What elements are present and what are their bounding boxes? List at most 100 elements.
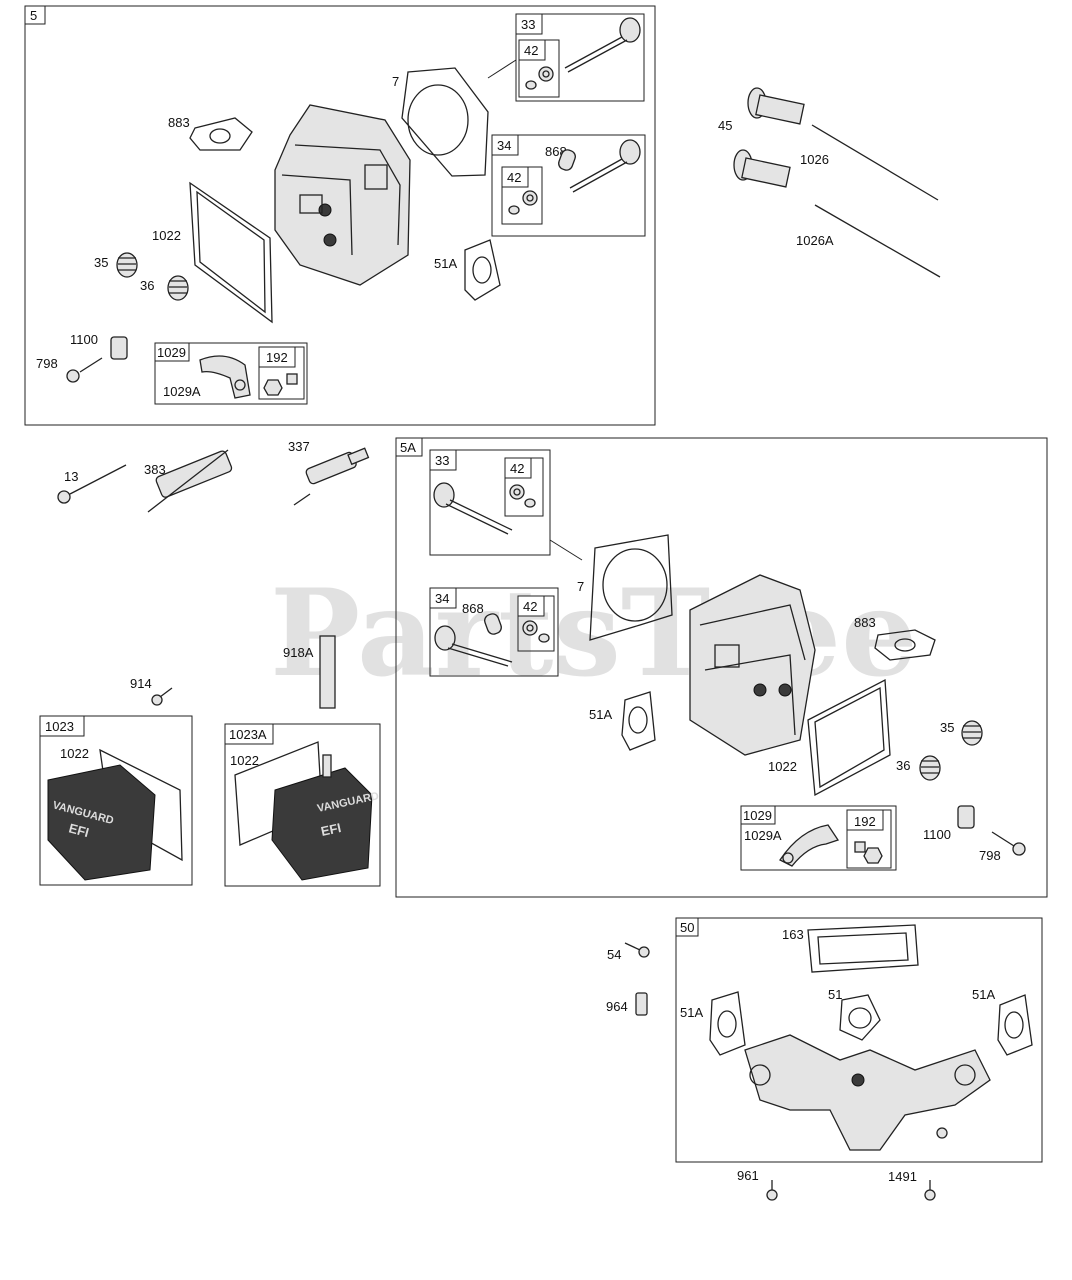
callout-383: 383 bbox=[144, 462, 166, 477]
callout-1491: 1491 bbox=[888, 1169, 917, 1184]
callout-1022-b: 1022 bbox=[230, 753, 259, 768]
callout-5a-798: 798 bbox=[979, 848, 1001, 863]
head-gasket-icon bbox=[549, 534, 673, 641]
dowel-icon bbox=[635, 992, 648, 1016]
retainer-icon bbox=[508, 190, 538, 215]
valve-guide-icon bbox=[558, 149, 576, 171]
callout-7: 7 bbox=[392, 74, 399, 89]
adjuster-nut-icon bbox=[854, 841, 883, 864]
group-1023-label: 1023 bbox=[45, 719, 74, 734]
callout-54: 54 bbox=[607, 947, 621, 962]
group-1023a-frame bbox=[224, 723, 381, 887]
subgroup-5a-1029-tag bbox=[740, 805, 776, 825]
subgroup-5-33-label: 33 bbox=[521, 17, 535, 32]
callout-5a-1100: 1100 bbox=[923, 827, 951, 842]
retainer-icon bbox=[525, 66, 554, 90]
callout-50-51a-r: 51A bbox=[972, 987, 995, 1002]
callout-961: 961 bbox=[737, 1168, 759, 1183]
subgroup-5-33-frame bbox=[515, 13, 645, 102]
group-5a-label: 5A bbox=[400, 440, 416, 455]
callout-5a-35: 35 bbox=[940, 720, 954, 735]
callout-1022-a: 1022 bbox=[60, 746, 89, 761]
group-1023-tag bbox=[39, 715, 85, 737]
exhaust-gasket-icon bbox=[997, 994, 1033, 1056]
subgroup-5-192-label: 192 bbox=[266, 350, 288, 365]
cover-model-text: EFI bbox=[67, 820, 90, 840]
group-50-tag bbox=[675, 917, 699, 937]
callout-5a-51a: 51A bbox=[589, 707, 612, 722]
watermark: PartsTree bbox=[270, 563, 917, 704]
valve-cover-icon: VANGUARD EFI bbox=[47, 748, 183, 881]
spark-plug-icon bbox=[293, 447, 370, 506]
callout-1100: 1100 bbox=[70, 332, 98, 347]
callout-883: 883 bbox=[168, 115, 190, 130]
valve-cover-icon: VANGUARD EFI bbox=[234, 741, 380, 881]
subgroup-5a-34-label: 34 bbox=[435, 591, 449, 606]
callout-51: 51 bbox=[828, 987, 842, 1002]
subgroup-5-33-tag bbox=[515, 13, 543, 35]
subgroup-5-34-tag bbox=[491, 134, 519, 156]
subgroup-5-1029-label: 1029 bbox=[157, 345, 186, 360]
bolt-icon bbox=[66, 357, 103, 383]
subgroup-5-42b-tag bbox=[501, 166, 529, 188]
retainer-icon bbox=[509, 484, 536, 508]
group-1023a-label: 1023A bbox=[229, 727, 267, 742]
callout-36: 36 bbox=[140, 278, 154, 293]
callout-1026: 1026 bbox=[800, 152, 829, 167]
callout-45: 45 bbox=[718, 118, 732, 133]
subgroup-5a-192-tag bbox=[846, 809, 884, 831]
subgroup-5a-42a-label: 42 bbox=[510, 461, 524, 476]
callout-51a: 51A bbox=[434, 256, 457, 271]
subgroup-5-42a-label: 42 bbox=[524, 43, 538, 58]
callout-5a-36: 36 bbox=[896, 758, 910, 773]
group-5-frame bbox=[24, 5, 656, 426]
callout-163: 163 bbox=[782, 927, 804, 942]
head-gasket-icon bbox=[401, 59, 517, 177]
valve-icon bbox=[434, 625, 513, 667]
subgroup-5-192-tag bbox=[258, 346, 296, 368]
subgroup-5-1029-frame bbox=[154, 342, 308, 405]
spring-icon bbox=[961, 720, 983, 746]
nut-icon bbox=[957, 805, 975, 829]
subgroup-5-42b-label: 42 bbox=[507, 170, 521, 185]
push-rod-icon bbox=[811, 124, 939, 201]
callout-5a-1022: 1022 bbox=[768, 759, 797, 774]
callout-35: 35 bbox=[94, 255, 108, 270]
callout-5a-7: 7 bbox=[577, 579, 584, 594]
cylinder-head-icon bbox=[274, 104, 411, 286]
exhaust-manifold-icon bbox=[744, 1034, 991, 1151]
subgroup-5a-34-tag bbox=[429, 587, 457, 609]
bolt-icon bbox=[991, 831, 1026, 856]
callout-5a-883: 883 bbox=[854, 615, 876, 630]
cover-gasket-icon bbox=[189, 181, 273, 324]
rocker-arm-icon bbox=[199, 355, 251, 399]
valve-guide-icon bbox=[484, 613, 502, 635]
callout-798: 798 bbox=[36, 356, 58, 371]
group-50-label: 50 bbox=[680, 920, 694, 935]
callout-1022: 1022 bbox=[152, 228, 181, 243]
breather-tube-icon bbox=[147, 449, 233, 513]
subgroup-5a-42a-tag bbox=[504, 457, 532, 479]
push-rod-icon bbox=[814, 204, 941, 278]
screw-icon bbox=[924, 1180, 936, 1201]
subgroup-5a-42b-tag bbox=[517, 595, 545, 617]
subgroup-5-42a-tag bbox=[518, 39, 546, 61]
cover-gasket-icon bbox=[807, 678, 891, 797]
valve-icon bbox=[433, 482, 513, 535]
subgroup-5-1029-tag bbox=[154, 342, 190, 362]
subgroup-5-34-frame bbox=[491, 134, 646, 237]
subgroup-5a-42b-label: 42 bbox=[523, 599, 537, 614]
group-5-tag bbox=[24, 5, 46, 25]
subgroup-5a-1029-frame bbox=[740, 805, 897, 871]
nut-icon bbox=[110, 336, 128, 360]
bolt-icon bbox=[57, 464, 127, 504]
callout-5a-868: 868 bbox=[462, 601, 484, 616]
group-1023a-tag bbox=[224, 723, 274, 745]
rocker-arm-icon bbox=[779, 824, 840, 867]
group-1023-frame bbox=[39, 715, 193, 886]
cover-model-text: EFI bbox=[320, 820, 343, 839]
adjuster-nut-icon bbox=[263, 373, 298, 396]
sleeve-icon bbox=[319, 635, 336, 709]
gasket-icon bbox=[189, 117, 253, 151]
exhaust-gasket-icon bbox=[839, 994, 881, 1041]
